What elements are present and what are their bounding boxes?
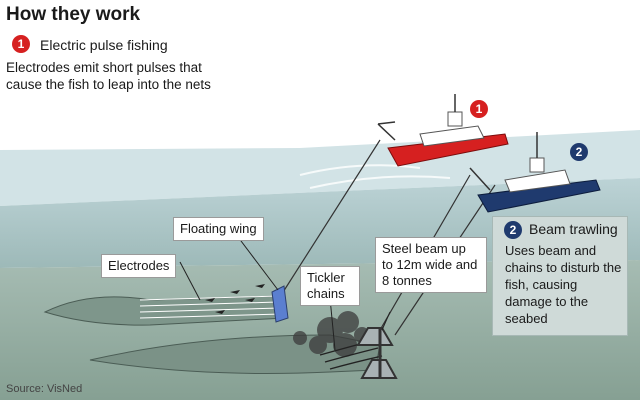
beam-heading: Beam trawling	[529, 221, 618, 237]
tickler-chains-label: Tickler chains	[300, 266, 360, 306]
beam-trawl-vessel	[469, 132, 601, 213]
electric-heading: Electric pulse fishing	[40, 37, 168, 53]
fish-marks	[205, 284, 265, 314]
sediment-cloud	[293, 311, 370, 357]
electric-description: Electrodes emit short pulses that cause …	[6, 60, 211, 92]
page-title: How they work	[6, 4, 141, 25]
leader-electrodes	[179, 261, 201, 301]
steel-beam	[356, 327, 398, 379]
beam-number-badge: 2	[504, 221, 522, 239]
floating-wing-label: Floating wing	[173, 217, 264, 241]
wake	[299, 164, 451, 189]
steel-beam-label: Steel beam up to 12m wide and 8 tonnes	[375, 237, 487, 293]
electrode-lines	[139, 295, 283, 319]
tow-cable-1	[277, 139, 381, 301]
tickler-line-1: Tickler	[307, 270, 345, 285]
beam-description: Uses beam and chains to disturb the fish…	[505, 243, 622, 326]
vessel-2-badge: 2	[570, 143, 588, 161]
leader-steel-beam	[381, 311, 391, 331]
electric-number-badge: 1	[12, 35, 30, 53]
floating-wing	[271, 285, 289, 323]
electrodes-label: Electrodes	[101, 254, 177, 278]
electric-pulse-vessel	[377, 94, 509, 167]
vessel-1-badge: 1	[470, 100, 488, 118]
leader-floating-wing	[234, 232, 279, 291]
source-credit: Source: VisNed	[6, 383, 83, 395]
leader-tickler	[329, 297, 336, 351]
tickler-line-2: chains	[307, 286, 345, 301]
